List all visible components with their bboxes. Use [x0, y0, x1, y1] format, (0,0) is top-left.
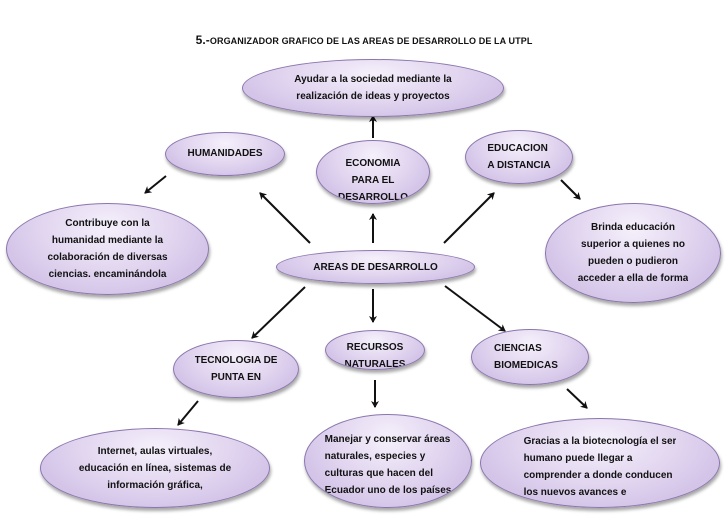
arrow-tecnologia-to-desc: [177, 400, 199, 426]
mission-line: Ayudar a la sociedad mediante la: [294, 74, 452, 85]
arrow-center-to-humanidades: [259, 192, 311, 244]
arrow-center-to-biomedicas: [444, 285, 506, 332]
title-text: ORGANIZADOR GRAFICO DE LAS AREAS DE DESA…: [209, 36, 533, 46]
educacion-line: A DISTANCIA: [487, 160, 551, 171]
tecnologia-desc-line: información gráfica,: [107, 479, 203, 491]
tecnologia-desc-line: educación en línea, sistemas de: [78, 462, 232, 474]
arrow-biomedicas-to-desc: [566, 388, 588, 409]
economia-line: PARA EL: [351, 175, 395, 186]
recursos-desc-line: culturas que hacen del: [324, 468, 434, 479]
educacion-desc-line: superior a quienes no: [581, 239, 685, 250]
node-tecnologia: TECNOLOGIA DE PUNTA EN: [173, 340, 299, 398]
node-humanidades: HUMANIDADES: [165, 132, 285, 176]
recursos-desc-line: naturales, especies y: [324, 451, 426, 462]
humanidades-desc-line: ciencias. encaminándola: [48, 269, 167, 280]
educacion-line: EDUCACION: [487, 143, 548, 154]
recursos-line: NATURALES: [344, 359, 406, 369]
arrow-humanidades-to-desc: [144, 175, 167, 194]
tecnologia-line: TECNOLOGIA DE: [194, 355, 278, 366]
node-recursos: RECURSOS NATURALES: [325, 330, 425, 370]
biomedicas-line: CIENCIAS: [494, 343, 542, 354]
node-economia: ECONOMIA PARA EL DESARROLLO: [316, 140, 430, 204]
educacion-desc-line: acceder a ella de forma: [577, 273, 689, 284]
center-label: AREAS DE DESARROLLO: [313, 261, 438, 273]
node-biomedicas: CIENCIAS BIOMEDICAS: [471, 329, 589, 385]
node-center-areas-de-desarrollo: AREAS DE DESARROLLO: [276, 250, 475, 284]
arrow-educacion-to-desc: [560, 179, 581, 200]
educacion-desc-line: Brinda educación: [591, 222, 675, 233]
node-recursos-description: Manejar y conservar áreas naturales, esp…: [304, 414, 472, 508]
node-biomedicas-description: Gracias a la biotecnología el ser humano…: [480, 418, 720, 508]
economia-line: DESARROLLO: [338, 192, 408, 202]
economia-line: ECONOMIA: [345, 158, 401, 169]
tecnologia-desc-line: Internet, aulas virtuales,: [97, 445, 213, 457]
biomedicas-desc-line: comprender a donde conducen: [523, 470, 673, 481]
node-tecnologia-description: Internet, aulas virtuales, educación en …: [40, 428, 270, 508]
biomedicas-desc-line: los nuevos avances e: [523, 487, 627, 498]
educacion-desc-line: pueden o pudieron: [588, 256, 678, 267]
humanidades-desc-line: humanidad mediante la: [51, 235, 164, 246]
title-number: 5.-: [195, 33, 210, 47]
humanidades-desc-line: Contribuye con la: [65, 218, 150, 229]
humanidades-label: HUMANIDADES: [187, 148, 263, 159]
biomedicas-desc-line: humano puede llegar a: [523, 453, 633, 464]
arrow-center-to-tecnologia: [251, 286, 306, 339]
node-humanidades-description: Contribuye con la humanidad mediante la …: [6, 203, 209, 295]
biomedicas-line: BIOMEDICAS: [494, 360, 558, 371]
arrow-center-to-educacion: [443, 192, 495, 244]
biomedicas-desc-line: Gracias a la biotecnología el ser: [523, 436, 677, 447]
humanidades-desc-line: colaboración de diversas: [47, 252, 168, 263]
diagram-title: 5.-ORGANIZADOR GRAFICO DE LAS AREAS DE D…: [0, 33, 728, 47]
node-educacion-description: Brinda educación superior a quienes no p…: [545, 203, 721, 303]
recursos-desc-line: Ecuador uno de los países: [324, 485, 452, 496]
recursos-desc-line: Manejar y conservar áreas: [324, 434, 451, 445]
recursos-line: RECURSOS: [346, 342, 404, 353]
node-educacion: EDUCACION A DISTANCIA: [465, 130, 573, 184]
node-mission: Ayudar a la sociedad mediante la realiza…: [242, 59, 504, 117]
tecnologia-line: PUNTA EN: [211, 372, 261, 383]
mission-line: realización de ideas y proyectos: [296, 91, 450, 102]
